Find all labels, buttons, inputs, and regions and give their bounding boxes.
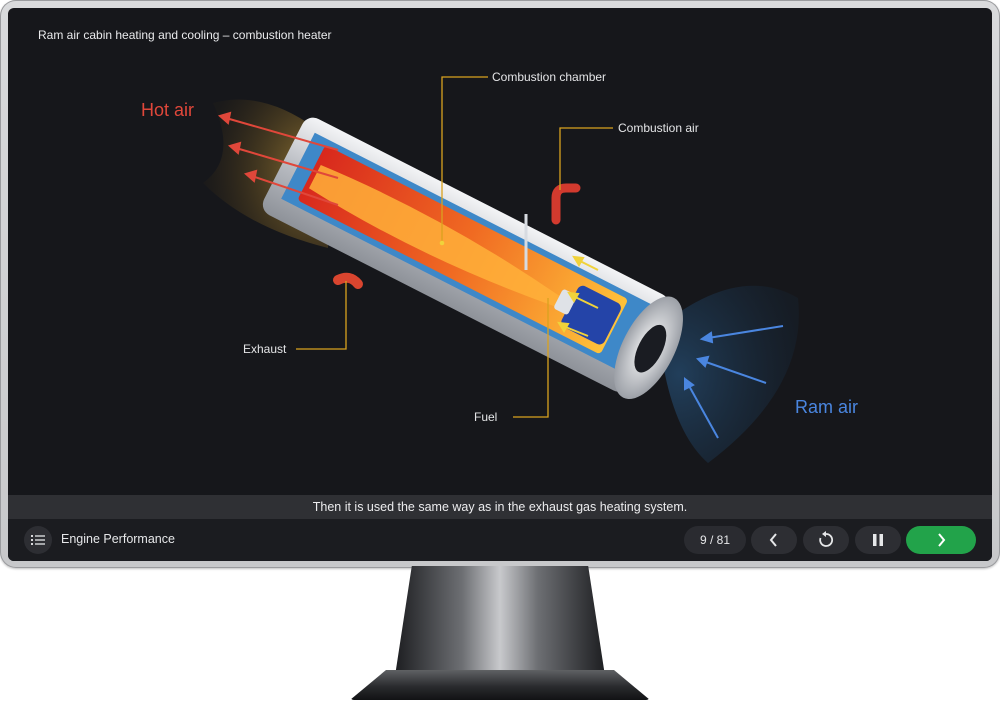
internal-flow-arrows (557, 255, 599, 337)
chevron-right-icon (938, 533, 946, 547)
callout-line-combustion-chamber (441, 76, 488, 243)
screen: Ram air cabin heating and cooling – comb… (8, 8, 992, 561)
next-button[interactable] (906, 526, 976, 554)
replay-icon (819, 531, 834, 547)
monitor-stand-neck (395, 566, 605, 676)
chevron-left-icon (769, 533, 777, 547)
combustion-heater-diagram (203, 76, 799, 463)
combustion-air-pipe (551, 183, 581, 225)
label-combustion-air: Combustion air (618, 121, 699, 135)
pause-button[interactable] (855, 526, 901, 554)
pause-icon (873, 534, 883, 546)
list-icon (31, 535, 45, 545)
menu-button[interactable] (24, 526, 52, 554)
hot-air-arrows (217, 111, 339, 206)
replay-button[interactable] (803, 526, 849, 554)
callout-line-combustion-air (559, 127, 613, 190)
player-controls: Engine Performance 9 / 81 (8, 519, 992, 561)
page-counter: 9 / 81 (684, 526, 746, 554)
monitor-bezel: Ram air cabin heating and cooling – comb… (0, 0, 1000, 568)
monitor-stand-base (350, 670, 650, 700)
subtitle-text: Then it is used the same way as in the e… (312, 500, 688, 514)
label-fuel: Fuel (474, 410, 498, 424)
ram-air-arrows (684, 325, 784, 439)
exhaust-stub (333, 272, 363, 289)
label-exhaust: Exhaust (243, 342, 287, 356)
label-combustion-chamber: Combustion chamber (492, 70, 607, 84)
slide-title: Ram air cabin heating and cooling – comb… (38, 28, 332, 42)
label-hot-air: Hot air (141, 100, 195, 120)
callout-line-fuel (513, 298, 549, 418)
previous-button[interactable] (751, 526, 797, 554)
label-ram-air: Ram air (795, 397, 859, 417)
subtitle-bar: Then it is used the same way as in the e… (8, 495, 992, 519)
course-title: Engine Performance (61, 532, 175, 546)
callout-line-exhaust (296, 281, 347, 350)
